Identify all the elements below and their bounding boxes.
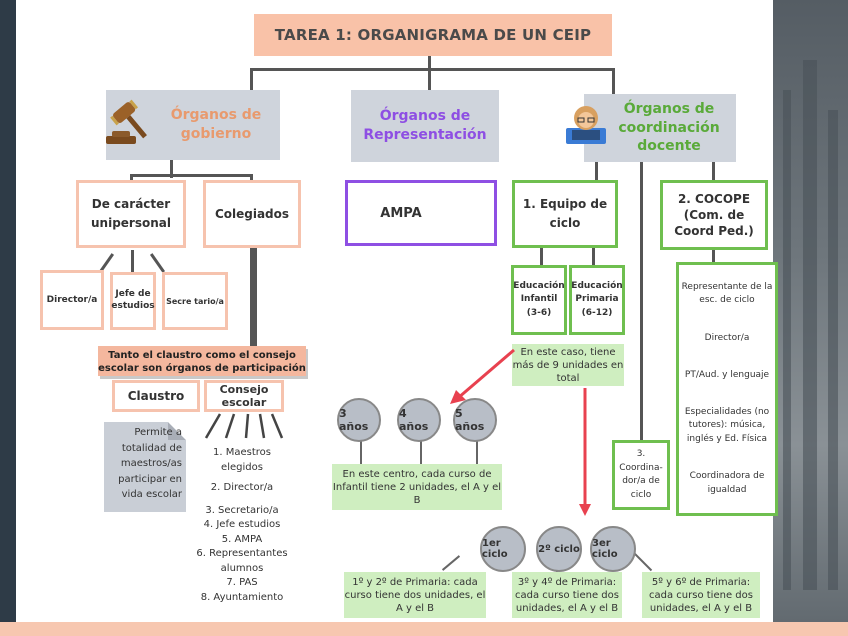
cocope-members-box: Representante de la esc. de ciclo Direct…	[676, 262, 778, 516]
cocope-member: PT/Aud. y lenguaje	[684, 369, 770, 380]
cocope-member: Especialidades (no tutores): música, ing…	[684, 406, 770, 444]
coordinacion-heading: Órganos de coordinación docente	[584, 94, 736, 162]
primaria-note-2: 3º y 4º de Primaria: cada curso tiene do…	[512, 572, 622, 618]
participacion-banner: Tanto el claustro como el consejo escola…	[98, 346, 306, 376]
connector	[250, 68, 615, 71]
equipo-ciclo-box: 1. Equipo de ciclo	[512, 180, 618, 248]
connector	[441, 555, 461, 571]
unipersonal-box: De carácter unipersonal	[76, 180, 186, 248]
connector	[540, 248, 543, 266]
colegiados-box: Colegiados	[203, 180, 301, 248]
infantil-circle-5: 5 años	[453, 398, 497, 442]
teacher-icon	[564, 100, 608, 146]
infantil-circle-4: 4 años	[397, 398, 441, 442]
consejo-member: 2. Director/a	[210, 482, 274, 493]
consejo-rays	[204, 413, 284, 439]
connector	[592, 248, 595, 266]
connector	[712, 250, 715, 262]
jefe-estudios-box: Jefe de estudios	[110, 272, 156, 330]
connector	[250, 174, 253, 180]
cocope-box: 2. COCOPE (Com. de Coord Ped.)	[660, 180, 768, 250]
connector	[131, 250, 134, 272]
connector	[130, 174, 252, 177]
connector	[149, 253, 166, 273]
consejo-member: 8. Ayuntamiento	[200, 591, 284, 603]
primaria-circle-3: 3er ciclo	[590, 526, 636, 572]
consejo-list: 1. Maestros elegidos 2. Director/a 3. Se…	[192, 446, 292, 605]
red-arrows	[450, 348, 591, 516]
claustro-note-text: Permite a totalidad de maestros/as parti…	[118, 427, 182, 500]
consejo-member: 3. Secretario/a	[205, 504, 279, 516]
connector	[712, 162, 715, 180]
consejo-member: 1. Maestros elegidos	[213, 447, 271, 473]
consejo-member: 6. Representantes alumnos	[196, 548, 288, 574]
coordinador-box: 3. Coordina-dor/a de ciclo	[612, 440, 670, 510]
claustro-box: Claustro	[112, 380, 200, 412]
secretario-box: Secre tario/a	[162, 272, 228, 330]
primaria-box: Educación Primaria (6-12)	[569, 265, 625, 335]
primaria-circle-1: 1er ciclo	[480, 526, 526, 572]
connector	[360, 432, 362, 464]
connector	[428, 56, 431, 70]
infantil-box: Educación Infantil (3-6)	[511, 265, 567, 335]
infantil-circle-3: 3 años	[337, 398, 381, 442]
connector	[250, 68, 253, 90]
primaria-note-1: 1º y 2º de Primaria: cada curso tiene do…	[344, 572, 486, 618]
gavel-icon	[104, 98, 152, 148]
director-box: Director/a	[40, 270, 104, 330]
connector	[428, 68, 431, 90]
connector	[633, 552, 653, 572]
cocope-member: Representante de la esc. de ciclo	[681, 281, 773, 306]
connector	[640, 162, 643, 440]
connector	[420, 432, 422, 464]
connector	[250, 248, 257, 346]
bottom-decor-bar	[0, 622, 848, 636]
left-decor-bar	[0, 0, 16, 636]
primaria-note-3: 5º y 6º de Primaria: cada curso tiene do…	[642, 572, 760, 618]
consejo-member: 5. AMPA	[221, 533, 263, 545]
city-photo-strip	[773, 0, 848, 636]
consejo-member: 7. PAS	[226, 577, 258, 588]
cocope-member: Coordinadora de igualdad	[689, 471, 765, 495]
page-title: TAREA 1: ORGANIGRAMA DE UN CEIP	[254, 14, 612, 56]
consejo-escolar-box: Consejo escolar	[204, 380, 284, 412]
connector	[130, 174, 133, 180]
representacion-heading: Órganos de Representación	[351, 90, 499, 162]
claustro-note: Permite a totalidad de maestros/as parti…	[104, 422, 186, 512]
connector	[476, 432, 478, 464]
connector	[612, 68, 615, 94]
ampa-label: AMPA	[380, 205, 422, 221]
ampa-box: AMPA	[345, 180, 497, 246]
nueve-unidades-note: En este caso, tiene más de 9 unidades en…	[512, 344, 624, 386]
connector	[595, 162, 598, 180]
primaria-circle-2: 2º ciclo	[536, 526, 582, 572]
consejo-member: 4. Jefe estudios	[203, 519, 281, 530]
cocope-member: Director/a	[704, 332, 750, 343]
connector	[170, 160, 173, 178]
infantil-note: En este centro, cada curso de Infantil t…	[332, 464, 502, 510]
